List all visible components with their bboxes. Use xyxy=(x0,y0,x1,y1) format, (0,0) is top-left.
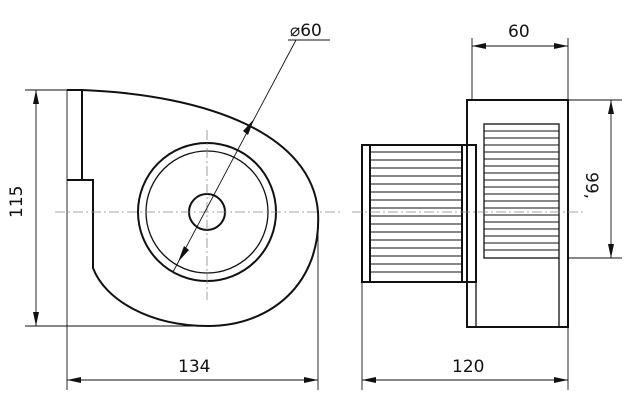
diameter-arrow-upper xyxy=(243,119,254,135)
housing-collar xyxy=(461,144,477,283)
outlet-grille-frame xyxy=(483,123,560,259)
dim99-label: 99, xyxy=(581,172,601,199)
dim60-arrow-right xyxy=(554,43,568,49)
height-arrow-top xyxy=(33,90,39,104)
housing-body xyxy=(466,99,569,328)
dim120-arrow-right xyxy=(554,377,568,383)
scroll-housing-outline xyxy=(67,89,320,328)
diameter-dimension-line xyxy=(172,39,297,273)
width-arrow-left xyxy=(67,377,81,383)
front-view: ⌀60 115 134 xyxy=(7,21,340,390)
dim120-label: 120 xyxy=(452,357,484,377)
height-label: 115 xyxy=(7,186,27,218)
dim120-arrow-left xyxy=(362,377,376,383)
motor-body xyxy=(361,144,463,283)
width-arrow-right xyxy=(304,377,318,383)
dim60-arrow-left xyxy=(472,43,486,49)
dim99-arrow-bottom xyxy=(608,244,614,258)
dim99-arrow-top xyxy=(608,100,614,114)
motor-ribs xyxy=(370,151,462,273)
width-label: 134 xyxy=(178,357,210,377)
outlet-grille-slats xyxy=(484,130,559,251)
diameter-label: ⌀60 xyxy=(290,21,322,41)
side-view: 60 99, 120 xyxy=(352,22,622,390)
height-arrow-bottom xyxy=(33,312,39,326)
diameter-arrow-lower xyxy=(178,246,189,262)
dim60-label: 60 xyxy=(508,22,530,42)
